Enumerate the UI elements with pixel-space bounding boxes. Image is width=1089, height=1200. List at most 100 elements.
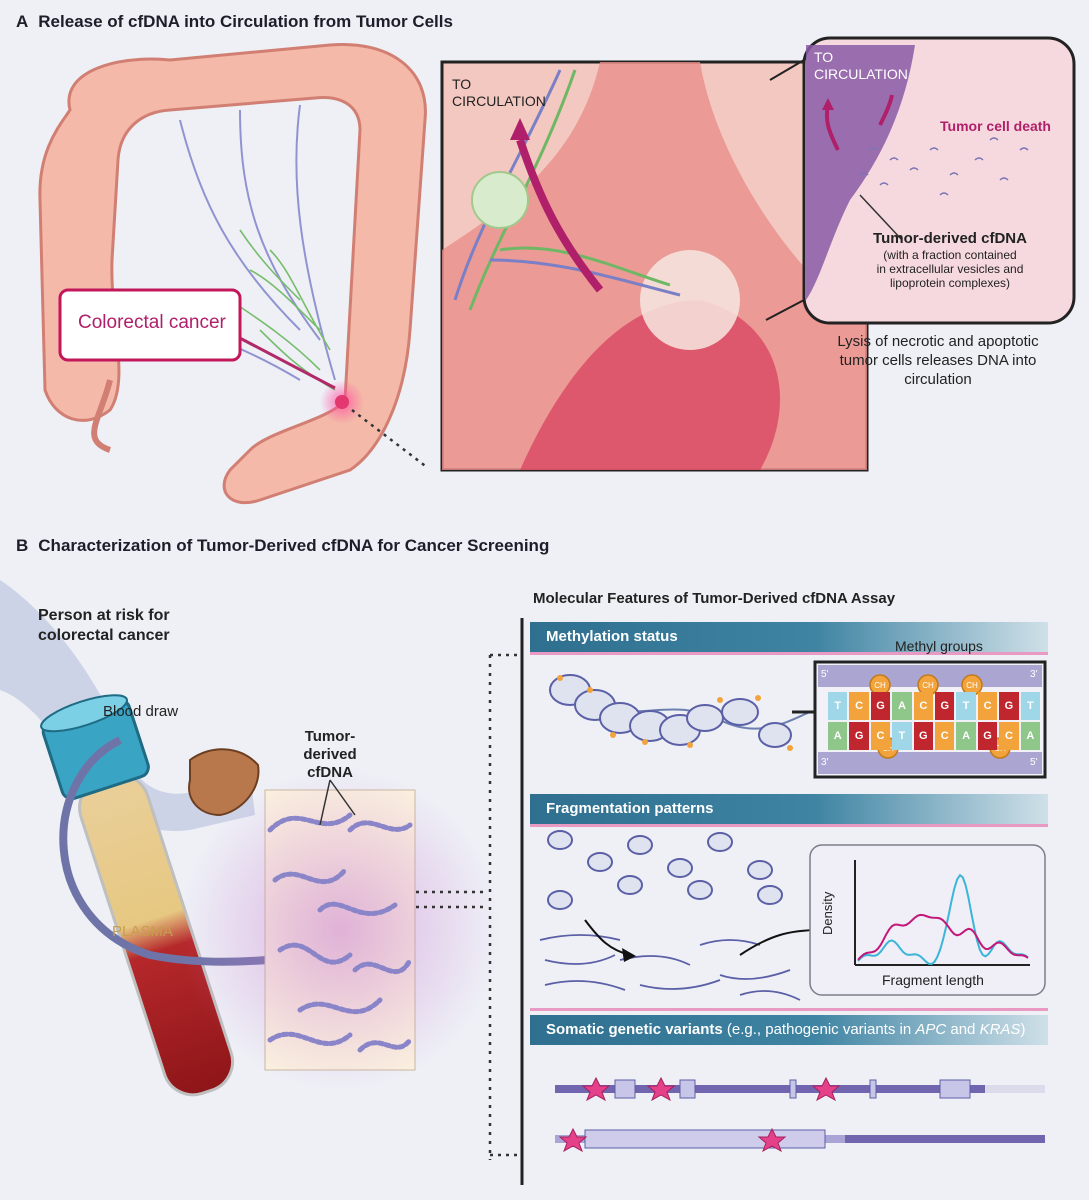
hand xyxy=(188,748,260,817)
base-bottom: A xyxy=(956,722,976,750)
base-bottom: A xyxy=(1020,722,1041,750)
to-circulation-line1: TO xyxy=(452,76,472,92)
density-plot xyxy=(809,844,1046,996)
somatic-close: ) xyxy=(1020,1021,1026,1038)
svg-text:CH: CH xyxy=(966,681,978,690)
panel-b-letter: B xyxy=(16,536,29,555)
base-bottom: C xyxy=(870,722,891,750)
blood-draw-label: Blood draw xyxy=(103,703,179,720)
to-circulation-line2: CIRCULATION xyxy=(452,93,546,109)
somatic-variant-tracks xyxy=(555,1076,1045,1153)
somatic-variants-bar: Somatic genetic variants (e.g., pathogen… xyxy=(530,1015,1048,1045)
somatic-rule-top xyxy=(530,1008,1048,1011)
base-top: C xyxy=(977,692,998,720)
gene-apc: APC xyxy=(915,1021,947,1038)
base-bottom: G xyxy=(849,722,869,750)
inset-to-circulation-line1: TO xyxy=(814,49,834,65)
methylation-rule xyxy=(530,652,1048,655)
fragmentation-patterns-bar: Fragmentation patterns xyxy=(530,794,1048,824)
svg-text:CH: CH xyxy=(922,681,934,690)
base-top: G xyxy=(870,692,891,720)
tumor-zoom-view xyxy=(440,60,869,472)
methyl-group-marker: CH xyxy=(869,674,891,696)
methyl-groups-label: Methyl groups xyxy=(895,638,983,654)
person-line-1: Person at risk for xyxy=(38,607,170,624)
person-line-2: colorectal cancer xyxy=(38,627,170,644)
lysis-line-3: circulation xyxy=(904,371,972,388)
panel-a-title: A Release of cfDNA into Circulation from … xyxy=(16,12,453,32)
lysis-line-1: Lysis of necrotic and apoptotic xyxy=(837,333,1039,350)
cfdna-line-1: Tumor-derived xyxy=(303,728,357,763)
panel-a-letter: A xyxy=(16,12,29,31)
inset-to-circulation-label: TO CIRCULATION xyxy=(814,49,908,83)
base-bottom: C xyxy=(999,722,1019,750)
prime-5-top: 5' xyxy=(821,669,829,680)
fraction-line-2: in extracellular vesicles and xyxy=(876,262,1024,276)
panel-a-title-text: Release of cfDNA into Circulation from T… xyxy=(38,12,453,31)
base-top: C xyxy=(849,692,869,720)
lysis-line-2: tumor cells releases DNA into xyxy=(839,352,1037,369)
prime-3-top: 3' xyxy=(1030,669,1038,680)
fragmentation-nucleosomes xyxy=(539,830,826,1001)
fragmentation-patterns-label: Fragmentation patterns xyxy=(546,800,714,817)
molecular-features-title: Molecular Features of Tumor-Derived cfDN… xyxy=(533,590,896,607)
base-bottom: G xyxy=(977,722,998,750)
tumor-derived-cfdna-heading: Tumor-derived cfDNA xyxy=(873,230,1027,247)
base-top: G xyxy=(935,692,955,720)
gene-kras: KRAS xyxy=(979,1021,1021,1038)
prime-5-bottom: 5' xyxy=(1030,757,1038,768)
svg-text:CH: CH xyxy=(874,681,886,690)
prime-3-bottom: 3' xyxy=(821,757,829,768)
cfdna-line-2: cfDNA xyxy=(307,764,353,781)
base-bottom: C xyxy=(935,722,955,750)
person-at-risk-label: Person at risk for colorectal cancer xyxy=(38,606,170,646)
to-circulation-label: TO CIRCULATION xyxy=(452,76,546,110)
base-bottom: G xyxy=(913,722,934,750)
somatic-variants-label: Somatic genetic variants xyxy=(546,1021,723,1038)
colon-illustration xyxy=(38,42,427,505)
density-axis-label: Density xyxy=(820,891,835,935)
patient-arm xyxy=(0,580,255,831)
base-top: G xyxy=(999,692,1019,720)
tumor-derived-cfdna-callout: Tumor-derived cfDNA (with a fraction con… xyxy=(830,230,1070,290)
base-top: C xyxy=(913,692,934,720)
methylation-status-label: Methylation status xyxy=(546,628,678,645)
curve-tumor xyxy=(857,913,1029,961)
methylation-status-bar: Methylation status xyxy=(530,622,1048,652)
colorectal-cancer-label: Colorectal cancer xyxy=(78,312,226,333)
tumor-cell-death-label: Tumor cell death xyxy=(940,118,1051,134)
base-top: T xyxy=(828,692,848,720)
panel-b-title-text: Characterization of Tumor-Derived cfDNA … xyxy=(38,536,550,555)
tumor-cell-death-inset xyxy=(802,36,1076,325)
cfdna-plate xyxy=(180,770,500,1090)
fraction-line-3: lipoprotein complexes) xyxy=(889,276,1011,290)
base-top: T xyxy=(1020,692,1041,720)
base-bottom: T xyxy=(892,722,912,750)
somatic-and: and xyxy=(946,1021,980,1038)
fraction-line-1: (with a fraction contained xyxy=(883,248,1017,262)
methylation-nucleosomes xyxy=(549,674,811,751)
fragmentation-rule xyxy=(530,824,1048,827)
base-bottom: A xyxy=(828,722,848,750)
curve-healthy xyxy=(857,873,1029,966)
base-top: A xyxy=(892,692,912,720)
panel-b-title: B Characterization of Tumor-Derived cfDNA… xyxy=(16,536,549,556)
plasma-label: PLASMA xyxy=(112,923,173,940)
colorectal-cancer-box xyxy=(58,288,242,362)
lysis-caption: Lysis of necrotic and apoptotic tumor ce… xyxy=(818,332,1058,389)
fragment-length-axis-label: Fragment length xyxy=(882,972,984,988)
inset-to-circulation-line2: CIRCULATION xyxy=(814,66,908,82)
tumor-derived-cfdna-label: Tumor-derived cfDNA xyxy=(280,728,380,782)
